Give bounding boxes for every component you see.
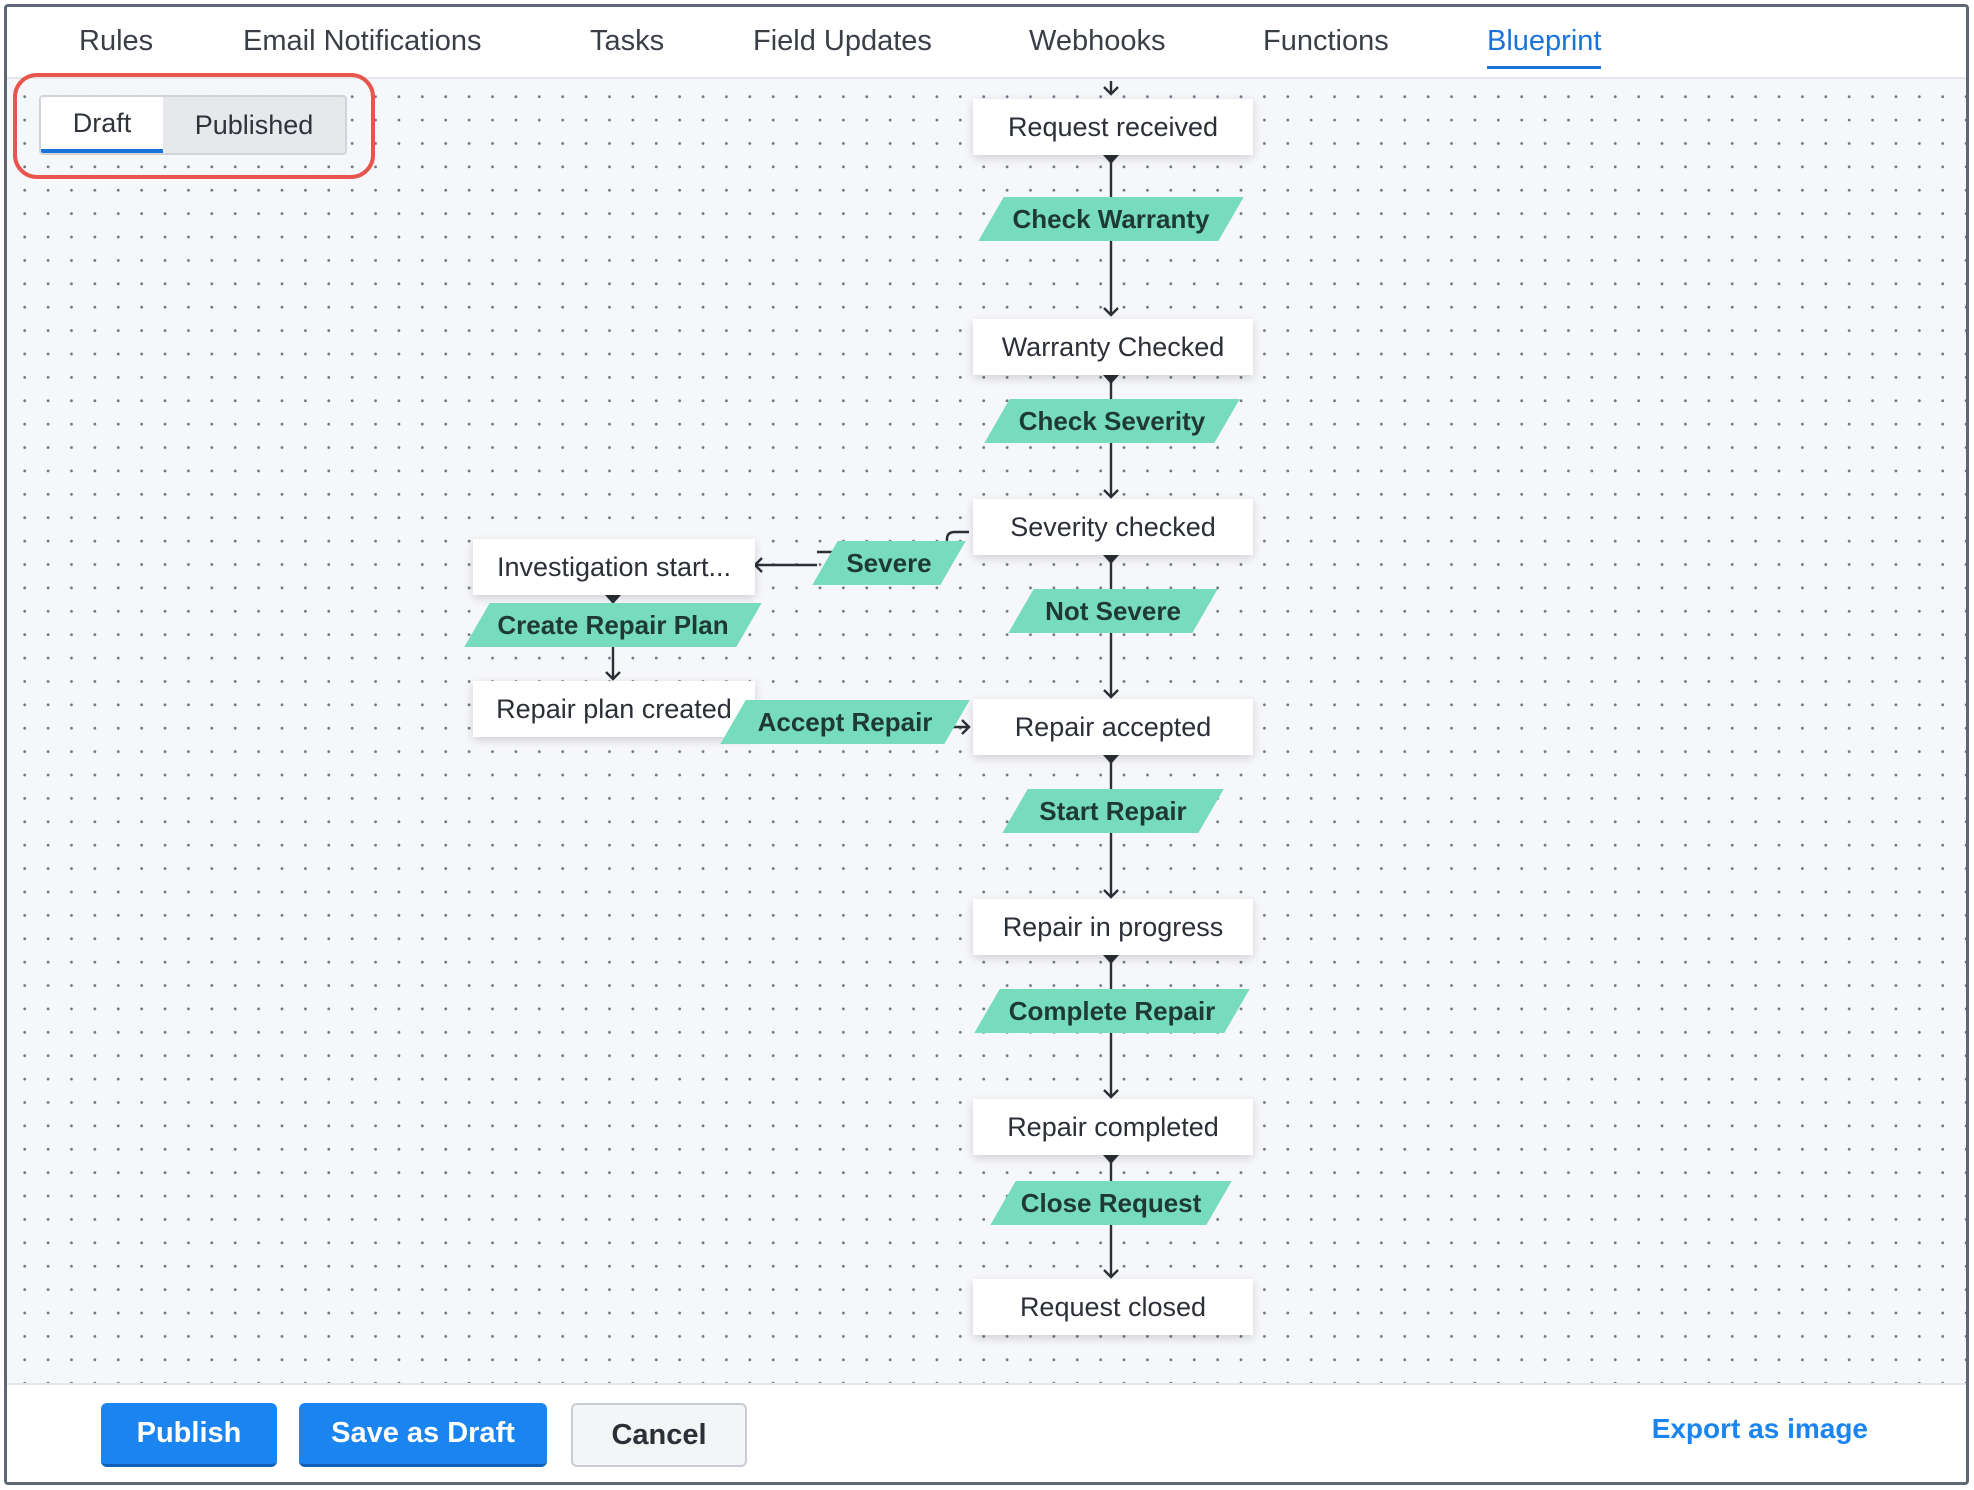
editor-footer: Publish Save as Draft Cancel Export as i… xyxy=(7,1383,1966,1482)
export-as-image-link[interactable]: Export as image xyxy=(1651,1413,1868,1444)
state-request-closed[interactable]: Request closed xyxy=(973,1279,1253,1335)
transition-check-warranty[interactable]: Check Warranty xyxy=(978,197,1244,241)
state-investigation-started[interactable]: Investigation start... xyxy=(473,539,755,595)
transition-label: Complete Repair xyxy=(1008,995,1216,1026)
tab-tasks[interactable]: Tasks xyxy=(590,25,665,57)
transition-label: Check Warranty xyxy=(1012,203,1210,234)
transition-label: Start Repair xyxy=(1039,795,1187,826)
transition-not-severe[interactable]: Not Severe xyxy=(1008,589,1218,633)
transition-check-severity[interactable]: Check Severity xyxy=(984,399,1240,443)
transition-start-repair[interactable]: Start Repair xyxy=(1002,789,1224,833)
transition-complete-repair[interactable]: Complete Repair xyxy=(974,989,1250,1033)
tab-field-updates[interactable]: Field Updates xyxy=(753,25,932,57)
tab-rules[interactable]: Rules xyxy=(79,25,154,57)
state-repair-completed[interactable]: Repair completed xyxy=(973,1099,1253,1155)
tab-bar: Rules Email Notifications Tasks Field Up… xyxy=(7,7,1966,79)
transition-label: Accept Repair xyxy=(757,706,933,737)
transition-create-repair-plan[interactable]: Create Repair Plan xyxy=(464,603,762,647)
state-severity-checked[interactable]: Severity checked xyxy=(973,499,1253,555)
tab-functions[interactable]: Functions xyxy=(1263,25,1389,57)
state-warranty-checked[interactable]: Warranty Checked xyxy=(973,319,1253,375)
blueprint-editor: Rules Email Notifications Tasks Field Up… xyxy=(4,4,1969,1485)
transition-label: Close Request xyxy=(1020,1187,1202,1218)
transition-label: Severe xyxy=(846,547,932,578)
tab-email-notifications[interactable]: Email Notifications xyxy=(243,25,482,57)
transition-accept-repair[interactable]: Accept Repair xyxy=(720,700,970,744)
tab-blueprint[interactable]: Blueprint xyxy=(1487,25,1602,69)
mode-toggle: Draft Published xyxy=(39,95,347,155)
publish-button[interactable]: Publish xyxy=(101,1403,277,1467)
state-repair-accepted[interactable]: Repair accepted xyxy=(973,699,1253,755)
state-repair-in-progress[interactable]: Repair in progress xyxy=(973,899,1253,955)
transition-label: Not Severe xyxy=(1045,595,1181,626)
transition-close-request[interactable]: Close Request xyxy=(990,1181,1232,1225)
cancel-button[interactable]: Cancel xyxy=(571,1403,747,1467)
state-request-received[interactable]: Request received xyxy=(973,99,1253,155)
transition-label: Create Repair Plan xyxy=(497,609,729,640)
transition-label: Check Severity xyxy=(1018,405,1206,436)
draft-toggle[interactable]: Draft xyxy=(41,97,163,153)
tab-webhooks[interactable]: Webhooks xyxy=(1029,25,1166,57)
published-toggle[interactable]: Published xyxy=(194,109,314,140)
state-repair-plan-created[interactable]: Repair plan created xyxy=(473,681,755,737)
save-as-draft-button[interactable]: Save as Draft xyxy=(299,1403,547,1467)
mode-toggle-highlight xyxy=(13,73,375,179)
transition-severe[interactable]: Severe xyxy=(812,541,966,585)
